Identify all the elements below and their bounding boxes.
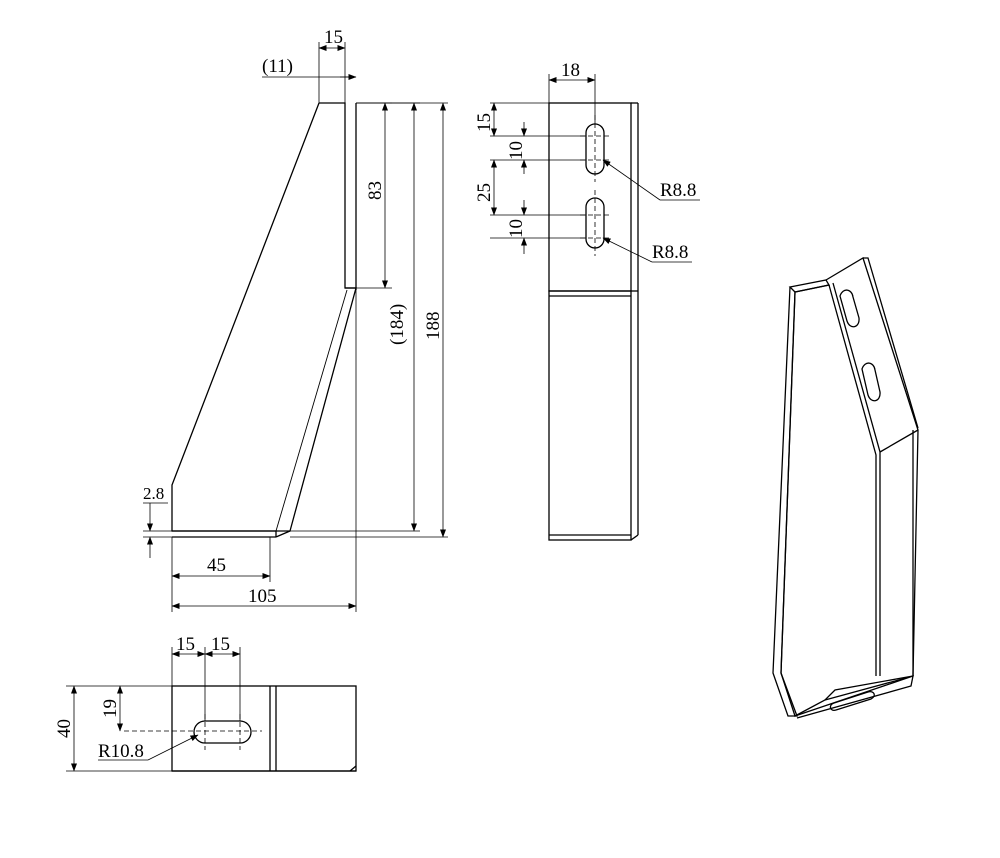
dim-label-slot-spacing: 25 — [474, 183, 495, 202]
dim-label-top-offset: (11) — [262, 56, 293, 77]
iso-bend-line — [828, 284, 877, 676]
dim-label-slot2-length: 10 — [506, 219, 527, 238]
side-view-upper-plate — [548, 102, 632, 292]
front-view-base-tip — [275, 530, 291, 538]
side-view-corner — [630, 534, 639, 541]
label-bottom-slot-radius: R10.8 — [98, 741, 144, 762]
side-view-lower-plate — [548, 290, 632, 541]
dim-label-side-top-width: 18 — [561, 60, 580, 81]
iso-slot-1 — [839, 289, 860, 328]
iso-slot-2 — [861, 362, 881, 402]
dim-label-slot-left: 15 — [176, 634, 195, 655]
leader-bottom-slot-radius — [147, 734, 199, 761]
iso-plate-edge — [863, 257, 919, 429]
front-view-inner-edge — [275, 289, 348, 532]
iso-bend-top — [879, 429, 919, 453]
dim-label-thickness: 2.8 — [143, 484, 164, 503]
dim-label-slot-section: 83 — [365, 181, 386, 200]
dim-label-total-height-ref: (184) — [387, 304, 408, 345]
dim-label-base-flange: 45 — [207, 555, 226, 576]
iso-base-slot — [829, 690, 875, 711]
isometric-view — [772, 257, 919, 719]
side-view: 18 15 10 25 10 R8.8 R8.8 — [474, 60, 700, 541]
dim-label-top-width: 15 — [324, 27, 343, 48]
leader-slot2-radius — [602, 237, 653, 263]
iso-bend-line-inner — [832, 282, 881, 676]
dim-label-slot-center: 19 — [100, 699, 121, 718]
dim-label-slot1-offset: 15 — [474, 113, 495, 132]
bottom-view-plate — [171, 685, 357, 772]
bottom-view: 15 15 40 19 R10.8 — [54, 634, 357, 772]
dim-label-base-total: 105 — [248, 586, 277, 607]
dim-label-bottom-height: 40 — [54, 719, 75, 738]
bottom-view-slot — [193, 720, 252, 744]
front-view-outline — [171, 102, 357, 532]
dim-label-total-height: 188 — [423, 312, 444, 341]
dim-label-slot1-length: 10 — [506, 141, 527, 160]
iso-base-inner — [824, 677, 907, 701]
bottom-view-corner — [349, 765, 357, 772]
front-view: 15 (11) 83 (184) 188 2.8 45 — [143, 27, 448, 612]
leader-slot1-radius — [602, 159, 661, 201]
label-slot1-radius: R8.8 — [660, 180, 696, 201]
dim-label-slot-right: 15 — [211, 634, 230, 655]
iso-main-outline — [780, 257, 919, 717]
label-slot2-radius: R8.8 — [652, 242, 688, 263]
